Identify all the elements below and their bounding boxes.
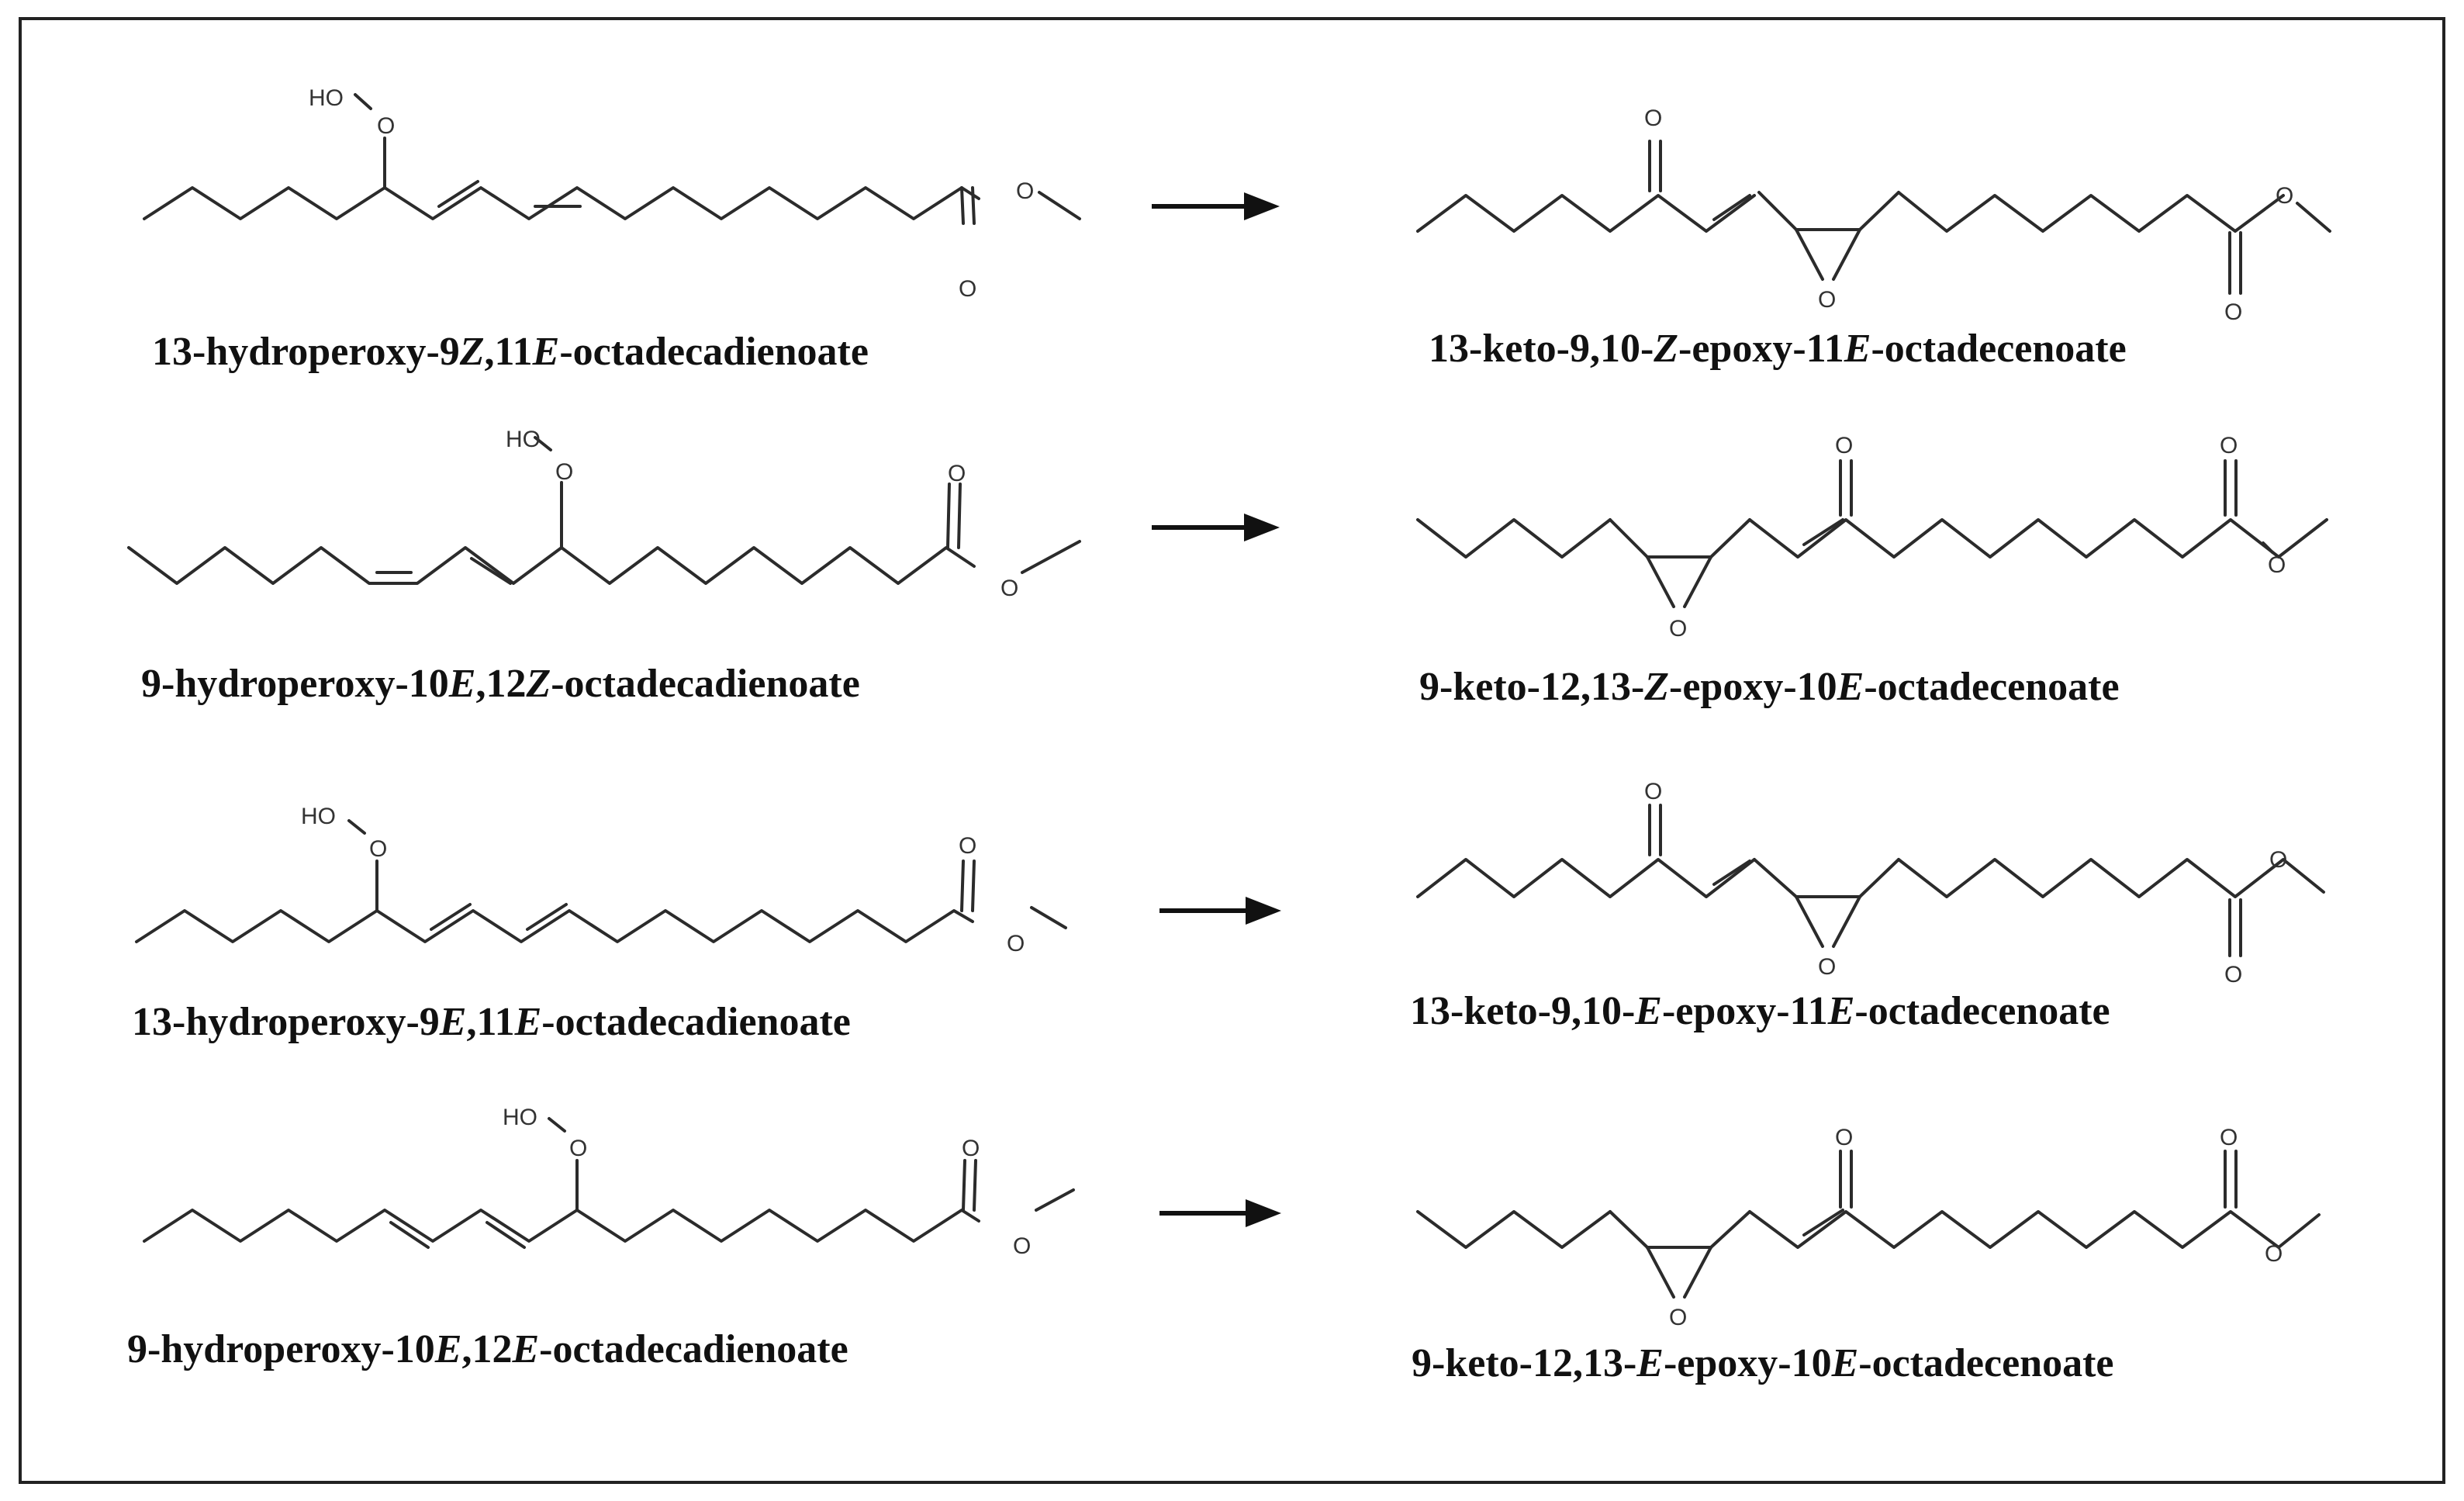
reaction-arrow-3 [1159, 897, 1281, 925]
oxygen-label: O [1000, 576, 1018, 601]
hydroxyl-label: HO [309, 85, 344, 111]
oxygen-label: O [2269, 847, 2287, 873]
reactant-name-1: 13-hydroperoxy-9Z,11E-octadecadienoate [152, 330, 869, 374]
reaction-arrow-2 [1152, 514, 1280, 541]
oxygen-label: O [948, 461, 966, 486]
reactant-structure-4: HO O O O [143, 1105, 1075, 1259]
oxygen-label: O [555, 459, 573, 485]
hydroxyl-label: HO [503, 1105, 537, 1130]
oxygen-label: O [2276, 183, 2293, 209]
product-name-2: 9-keto-12,13-Z-epoxy-10E-octadecenoate [1419, 665, 2120, 709]
oxygen-label: O [377, 113, 395, 139]
oxygen-label: O [1835, 433, 1853, 458]
oxygen-label: O [1007, 931, 1025, 956]
reactant-name-4: 9-hydroperoxy-10E,12E-octadecadienoate [127, 1327, 848, 1371]
oxygen-label: O [962, 1136, 980, 1161]
figure-frame [19, 17, 2445, 1484]
oxygen-label: O [2220, 1125, 2238, 1150]
oxygen-label: O [369, 836, 387, 862]
oxygen-label: O [1016, 178, 1034, 204]
oxygen-label: O [1669, 616, 1687, 642]
oxygen-label: O [1669, 1305, 1687, 1330]
product-name-1: 13-keto-9,10-Z-epoxy-11E-octadecenoate [1429, 327, 2127, 371]
reactant-name-2: 9-hydroperoxy-10E,12Z-octadecadienoate [141, 662, 860, 706]
reactant-name-3: 13-hydroperoxy-9E,11E-octadecadienoate [132, 1000, 851, 1044]
reaction-arrow-4 [1159, 1199, 1281, 1227]
oxygen-label: O [959, 833, 976, 859]
reactant-structure-2: HO O O O [127, 427, 1081, 601]
oxygen-label: O [2224, 299, 2242, 325]
product-structure-3: O O O O [1416, 779, 2325, 987]
oxygen-label: O [2220, 433, 2238, 458]
reactant-structure-1: HO O O O [143, 85, 1081, 302]
oxygen-label: O [1644, 779, 1662, 804]
oxygen-label: O [2224, 962, 2242, 987]
oxygen-label: O [1818, 287, 1836, 313]
oxygen-label: O [569, 1136, 587, 1161]
oxygen-label: O [959, 276, 976, 302]
product-structure-4: O O O O [1416, 1125, 2321, 1330]
oxygen-label: O [1835, 1125, 1853, 1150]
oxygen-label: O [2268, 552, 2286, 578]
product-name-3: 13-keto-9,10-E-epoxy-11E-octadecenoate [1410, 989, 2110, 1033]
reactant-structure-3: HO O O O [135, 804, 1067, 956]
hydroxyl-label: HO [301, 804, 336, 829]
product-structure-1: O O O O [1416, 105, 2331, 325]
product-name-4: 9-keto-12,13-E-epoxy-10E-octadecenoate [1412, 1341, 2113, 1385]
oxygen-label: O [1644, 105, 1662, 131]
product-structure-2: O O O O [1416, 433, 2328, 642]
reaction-arrow-1 [1152, 192, 1280, 220]
hydroxyl-label: HO [506, 427, 541, 452]
oxygen-label: O [1013, 1233, 1031, 1259]
oxygen-label: O [1818, 954, 1836, 980]
oxygen-label: O [2265, 1241, 2283, 1267]
